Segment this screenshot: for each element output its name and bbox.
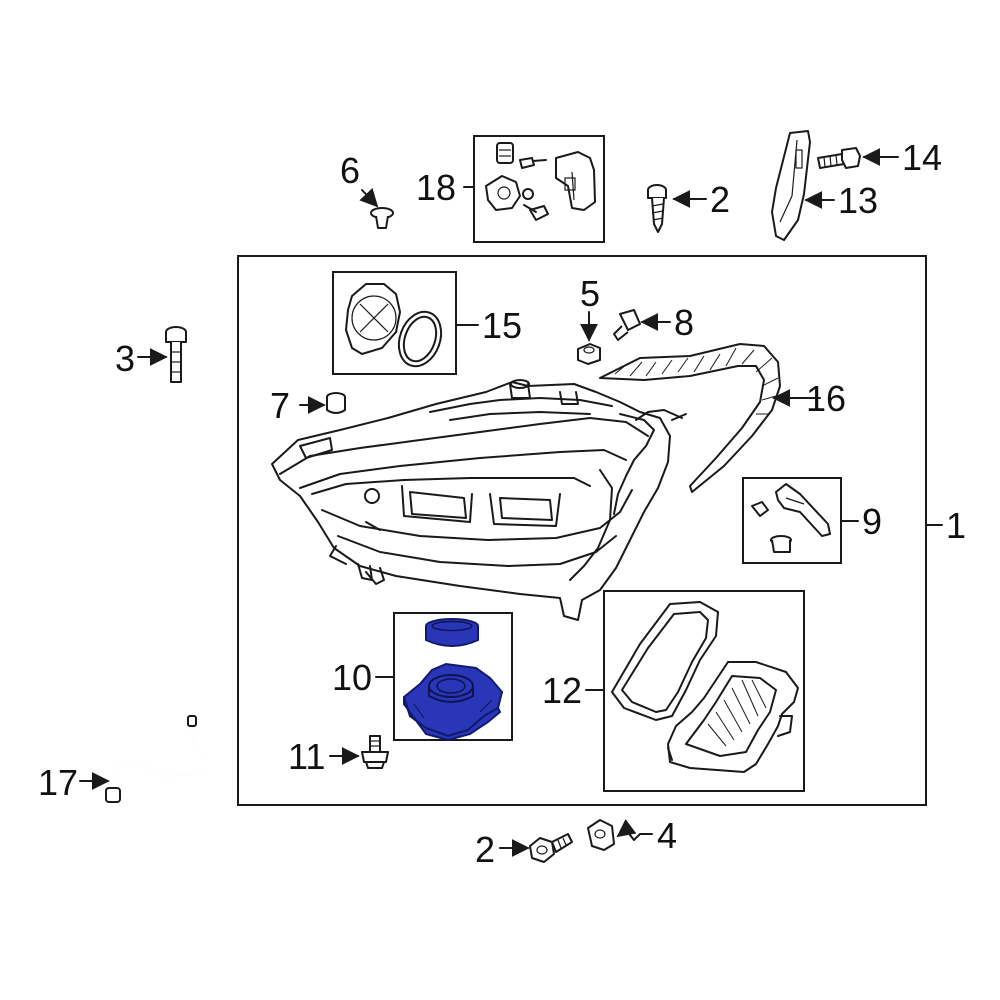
callout-8: 8 [674,302,694,343]
callout-5: 5 [580,273,600,314]
part-10-control-module [402,662,504,742]
headlamp-housing [271,379,687,621]
part-4-clip [587,819,615,851]
callout-15: 15 [482,305,522,346]
callout-14: 14 [902,137,942,178]
callout-2-top: 2 [710,179,730,220]
callout-11: 11 [288,736,325,777]
part-9-bracket-kit [751,483,831,553]
callout-9: 9 [862,501,882,542]
part-8-connector [613,309,641,341]
callout-6: 6 [340,150,360,191]
part-14-bolt [817,147,861,169]
part-6-clip [370,207,394,229]
callout-17: 17 [38,762,78,803]
part-16-trim-seal [599,343,781,493]
callout-16: 16 [806,378,846,419]
callout-12: 12 [542,670,582,711]
part-18-bracket-kit [485,142,596,221]
callout-2-bottom: 2 [475,829,495,870]
part-10-module-ring [425,618,479,647]
assembly-frame [237,255,927,806]
callout-18: 18 [416,167,456,208]
callout-7: 7 [270,385,290,426]
part-2-screw-top [647,184,667,233]
part-2-screw-bottom [529,833,573,863]
callout-4: 4 [657,815,677,856]
part-12-led-module [667,661,799,773]
callout-line-6 [359,188,379,208]
part-18-box [473,135,605,243]
callout-10: 10 [332,657,372,698]
callout-13: 13 [838,180,878,221]
callout-3: 3 [115,338,135,379]
part-13-mount-bracket [771,130,811,241]
part-15-bulb-cap [345,283,401,355]
callout-1: 1 [946,505,966,546]
part-15-seal-ring [397,310,443,368]
part-5-nut [577,343,601,365]
part-12-lens-gasket [611,601,719,721]
part-11-bolt [361,735,389,769]
part-17-tube [105,715,208,803]
part-3-bolt [165,326,187,383]
part-7-grommet [326,392,346,414]
callout-line-4 [616,819,653,841]
part-15-box [332,271,457,375]
